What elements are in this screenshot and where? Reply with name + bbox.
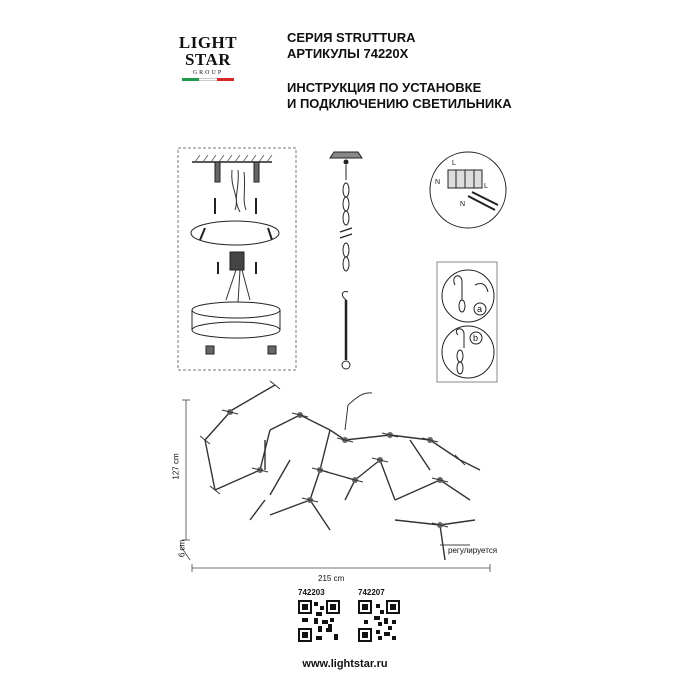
brand-logo: LIGHT STAR GROUP [178, 34, 238, 81]
chain-assembly [329, 151, 363, 370]
hook-steps-panel: a b [436, 261, 498, 383]
adjustable-note: регулируется [448, 546, 498, 555]
title-line-2: И ПОДКЛЮЧЕНИЮ СВЕТИЛЬНИКА [287, 96, 512, 111]
terminal-label-4: N [460, 201, 465, 208]
article-code-2: 742207 [358, 588, 385, 597]
terminal-wiring-detail: L N L N [429, 151, 507, 229]
chandelier-drawing [199, 380, 481, 561]
website-link[interactable]: www.lightstar.ru [302, 658, 388, 670]
qr-code-2[interactable] [358, 600, 400, 642]
instruction-title: ИНСТРУКЦИЯ ПО УСТАНОВКЕ И ПОДКЛЮЧЕНИЮ СВ… [287, 80, 512, 112]
depth-dimension: 6 cm [177, 539, 187, 558]
logo-word-light: LIGHT [178, 33, 238, 52]
step-b-label: b [473, 333, 478, 343]
logo-word-group: GROUP [192, 70, 224, 76]
italian-flag-stripe [182, 78, 234, 81]
mounting-exploded-view [177, 147, 297, 371]
terminal-label-1: L [452, 160, 456, 167]
height-dimension: 127 cm [171, 453, 181, 480]
step-a-label: a [477, 304, 482, 314]
series-name: СЕРИЯ STRUTTURA [287, 30, 416, 45]
qr-code-1[interactable] [298, 600, 340, 642]
terminal-label-3: L [484, 183, 488, 190]
article-range: АРТИКУЛЫ 74220X [287, 46, 409, 61]
article-code-1: 742203 [298, 588, 325, 597]
logo-word-star: STAR [184, 50, 232, 69]
series-header: СЕРИЯ STRUTTURA АРТИКУЛЫ 74220X [287, 30, 415, 62]
title-line-1: ИНСТРУКЦИЯ ПО УСТАНОВКЕ [287, 80, 482, 95]
terminal-label-2: N [435, 179, 440, 186]
dimension-lines [179, 399, 491, 572]
width-dimension: 215 cm [318, 574, 345, 583]
